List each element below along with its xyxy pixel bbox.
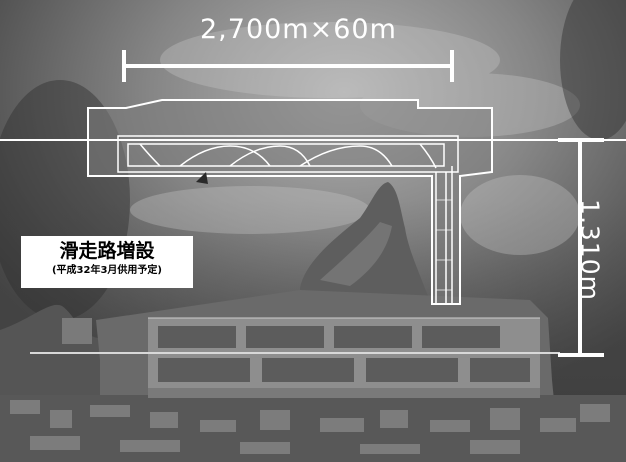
project-label: 滑走路増設 (平成32年3月供用予定) <box>21 236 193 288</box>
island <box>300 182 428 296</box>
reclamation-area <box>88 100 492 304</box>
offset-dimension-line <box>558 138 604 357</box>
city-blocks <box>10 400 610 454</box>
project-label-title: 滑走路増設 <box>59 240 155 262</box>
runway-offset-label: 1,310m <box>575 199 605 301</box>
project-label-subtitle: (平成32年3月供用予定) <box>51 265 162 276</box>
runway-size-label: 2,700m×60m <box>200 14 397 45</box>
new-runway-layout <box>117 135 459 305</box>
width-dimension-line <box>122 50 454 82</box>
